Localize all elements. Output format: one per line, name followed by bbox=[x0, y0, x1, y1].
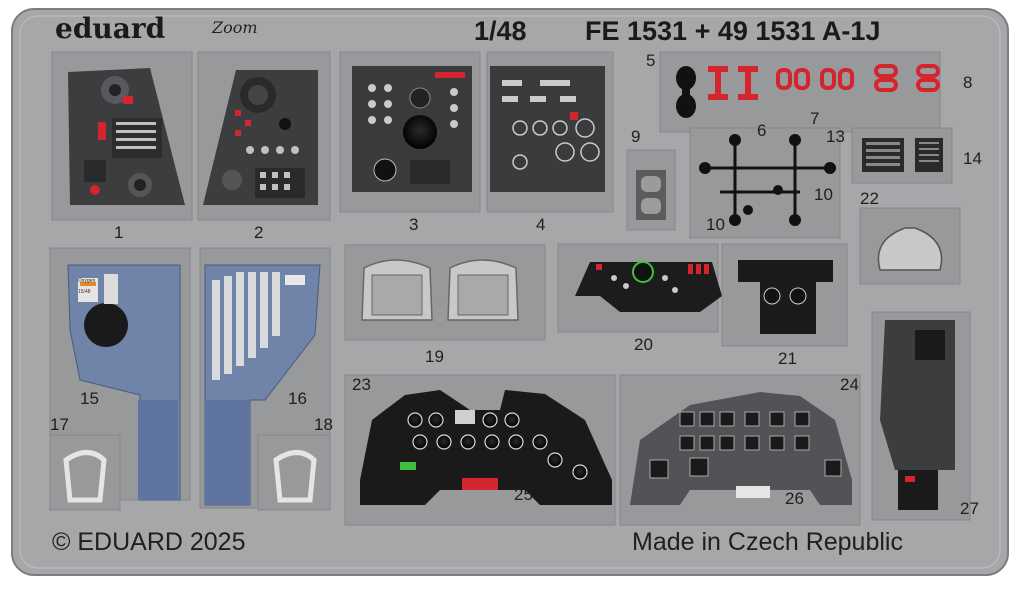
part-3-instrument-panel bbox=[339, 51, 481, 213]
part-17-18-handles bbox=[49, 434, 331, 511]
part-number-15: 15 bbox=[80, 389, 99, 408]
part-23-main-instrument-panel bbox=[344, 374, 616, 526]
copyright-label: © EDUARD 2025 bbox=[52, 528, 246, 556]
part-number-6: 6 bbox=[757, 121, 767, 140]
part-1-side-console-left bbox=[51, 51, 193, 221]
part-number-24: 24 bbox=[840, 375, 859, 394]
part-number-18: 18 bbox=[314, 415, 333, 434]
part-9-frame bbox=[626, 149, 676, 231]
oxygen-placard-text-1: Oxygen bbox=[78, 278, 96, 284]
part-number-8: 8 bbox=[963, 73, 973, 92]
part-number-2: 2 bbox=[254, 223, 264, 242]
part-21-pedestal-panel bbox=[721, 243, 848, 347]
part-number-13: 13 bbox=[826, 127, 845, 146]
part-number-5: 5 bbox=[646, 51, 656, 70]
part-number-27: 27 bbox=[960, 499, 979, 518]
part-number-9: 9 bbox=[631, 127, 641, 146]
scale-label: 1/48 bbox=[474, 16, 527, 46]
part-10-13-rods bbox=[689, 127, 841, 239]
part-number-22: 22 bbox=[860, 189, 879, 208]
part-number-14: 14 bbox=[963, 149, 982, 168]
part-number-19: 19 bbox=[425, 347, 444, 366]
part-number-10b: 10 bbox=[706, 215, 725, 234]
part-number-25: 25 bbox=[514, 485, 533, 504]
part-number-1: 1 bbox=[114, 223, 124, 242]
part-number-17: 17 bbox=[50, 415, 69, 434]
part-number-20: 20 bbox=[634, 335, 653, 354]
part-14-22-grilles bbox=[851, 127, 953, 184]
origin-label: Made in Czech Republic bbox=[632, 528, 903, 556]
part-20-gunsight-panel bbox=[557, 243, 722, 333]
part-number-3: 3 bbox=[409, 215, 419, 234]
part-19-seat-frames bbox=[344, 244, 546, 341]
part-number-21: 21 bbox=[778, 349, 797, 368]
part-24-instrument-panel-frame bbox=[619, 374, 861, 526]
part-22-handle bbox=[859, 207, 961, 285]
part-number-10a: 10 bbox=[814, 185, 833, 204]
part-number-26: 26 bbox=[785, 489, 804, 508]
zoom-series-logo: Zoom bbox=[212, 18, 258, 37]
part-number-16: 16 bbox=[288, 389, 307, 408]
part-number-7: 7 bbox=[810, 109, 820, 128]
brand-logo-text: eduard bbox=[55, 12, 166, 45]
fret-inner-edge bbox=[19, 15, 1001, 569]
part-2-side-console-right bbox=[197, 51, 331, 221]
part-27-side-panel-vertical bbox=[871, 311, 971, 521]
part-4-radio-panel bbox=[486, 51, 614, 213]
oxygen-placard-text-2: 15/48 bbox=[78, 289, 91, 295]
part-number-23: 23 bbox=[352, 375, 371, 394]
part-number-4: 4 bbox=[536, 215, 546, 234]
product-code-label: FE 1531 + 49 1531 A-1J bbox=[585, 16, 881, 46]
part-5-7-brackets bbox=[659, 51, 941, 133]
